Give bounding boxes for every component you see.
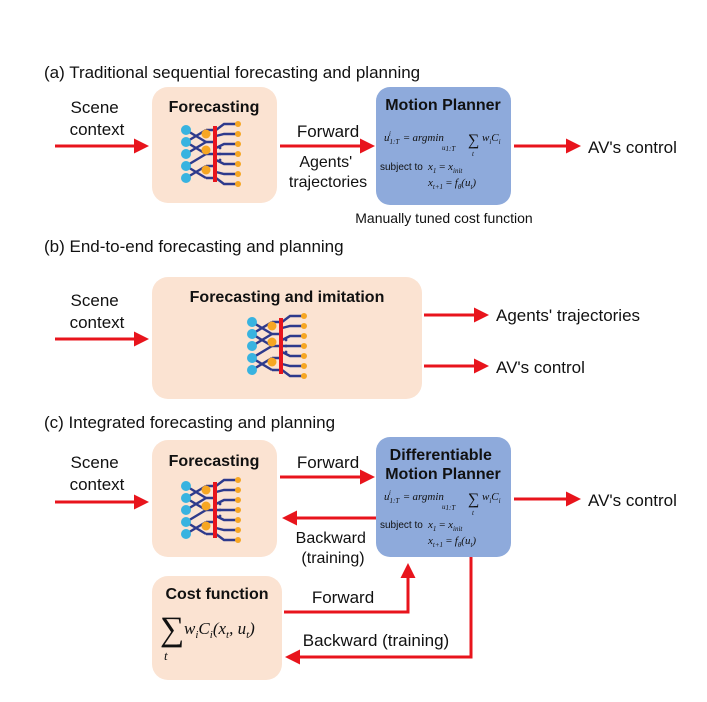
arrow-cost-forward <box>284 563 416 614</box>
svg-text:u1:Ti = argmin: u1:Ti = argmin <box>384 130 444 146</box>
motion-planner-title-a: Motion Planner <box>385 97 501 114</box>
svg-text:∑: ∑ <box>468 132 479 149</box>
cost-backward-label: Backward (training) <box>303 631 449 650</box>
subject-to-a: subject to <box>380 162 423 173</box>
forecasting-label-a: Forecasting <box>169 99 260 116</box>
differentiable-planner-box <box>376 437 511 557</box>
scene-line2-c: context <box>70 475 125 494</box>
svg-text:∑: ∑ <box>468 491 479 508</box>
svg-text:wiCi: wiCi <box>482 491 501 505</box>
planner-line1: Differentiable <box>390 447 492 464</box>
svg-text:t: t <box>472 509 475 517</box>
subject-to-c: subject to <box>380 520 423 531</box>
cost-forward-label: Forward <box>312 588 374 607</box>
forecasting-label-c: Forecasting <box>169 453 260 470</box>
svg-text:u1:T: u1:T <box>442 503 456 512</box>
section-a-scene-context: Scene context <box>70 98 125 139</box>
svg-text:wiCi(xt, ut): wiCi(xt, ut) <box>184 619 255 641</box>
svg-text:wiCi: wiCi <box>482 132 501 146</box>
cost-function-title: Cost function <box>165 586 268 603</box>
scene-line2-b: context <box>70 313 125 332</box>
differentiable-planner-title: Differentiable Motion Planner <box>385 447 501 483</box>
planner-line2: Motion Planner <box>385 466 501 483</box>
arrow-cost-backward <box>285 557 473 665</box>
svg-text:t: t <box>472 150 475 158</box>
backward-line1: Backward <box>296 530 366 547</box>
forecasting-imitation-title: Forecasting and imitation <box>190 289 385 306</box>
agents-trajectories-label: Agents' trajectories <box>289 154 367 191</box>
motion-planner-box-a <box>376 87 511 205</box>
svg-text:∑: ∑ <box>160 611 184 648</box>
cost-function-formula: ∑ t wiCi(xt, ut) <box>160 611 255 663</box>
section-a-title: (a) Traditional sequential forecasting a… <box>44 63 420 82</box>
av-control-output-b: AV's control <box>496 358 585 377</box>
agents-line1: Agents' <box>299 154 352 171</box>
scene-line1: Scene <box>71 98 119 117</box>
agents-line2: trajectories <box>289 174 367 191</box>
scene-line1-c: Scene <box>71 453 119 472</box>
section-c-title: (c) Integrated forecasting and planning <box>44 413 335 432</box>
cost-function-box <box>152 576 282 680</box>
svg-text:u1:T: u1:T <box>442 144 456 153</box>
av-control-output-a: AV's control <box>588 138 677 157</box>
section-c-scene-context: Scene context <box>70 453 125 494</box>
section-b-scene-context: Scene context <box>70 291 125 332</box>
manual-cost-caption: Manually tuned cost function <box>355 210 532 226</box>
forward-label-a: Forward <box>297 122 359 141</box>
agents-trajectories-output-b: Agents' trajectories <box>496 306 640 325</box>
forward-label-c: Forward <box>297 453 359 472</box>
av-control-output-c: AV's control <box>588 491 677 510</box>
section-b-title: (b) End-to-end forecasting and planning <box>44 237 344 256</box>
backward-line2: (training) <box>301 550 364 567</box>
scene-line2: context <box>70 120 125 139</box>
backward-label-c: Backward (training) <box>296 530 371 567</box>
scene-line1-b: Scene <box>71 291 119 310</box>
svg-text:t: t <box>164 648 168 663</box>
